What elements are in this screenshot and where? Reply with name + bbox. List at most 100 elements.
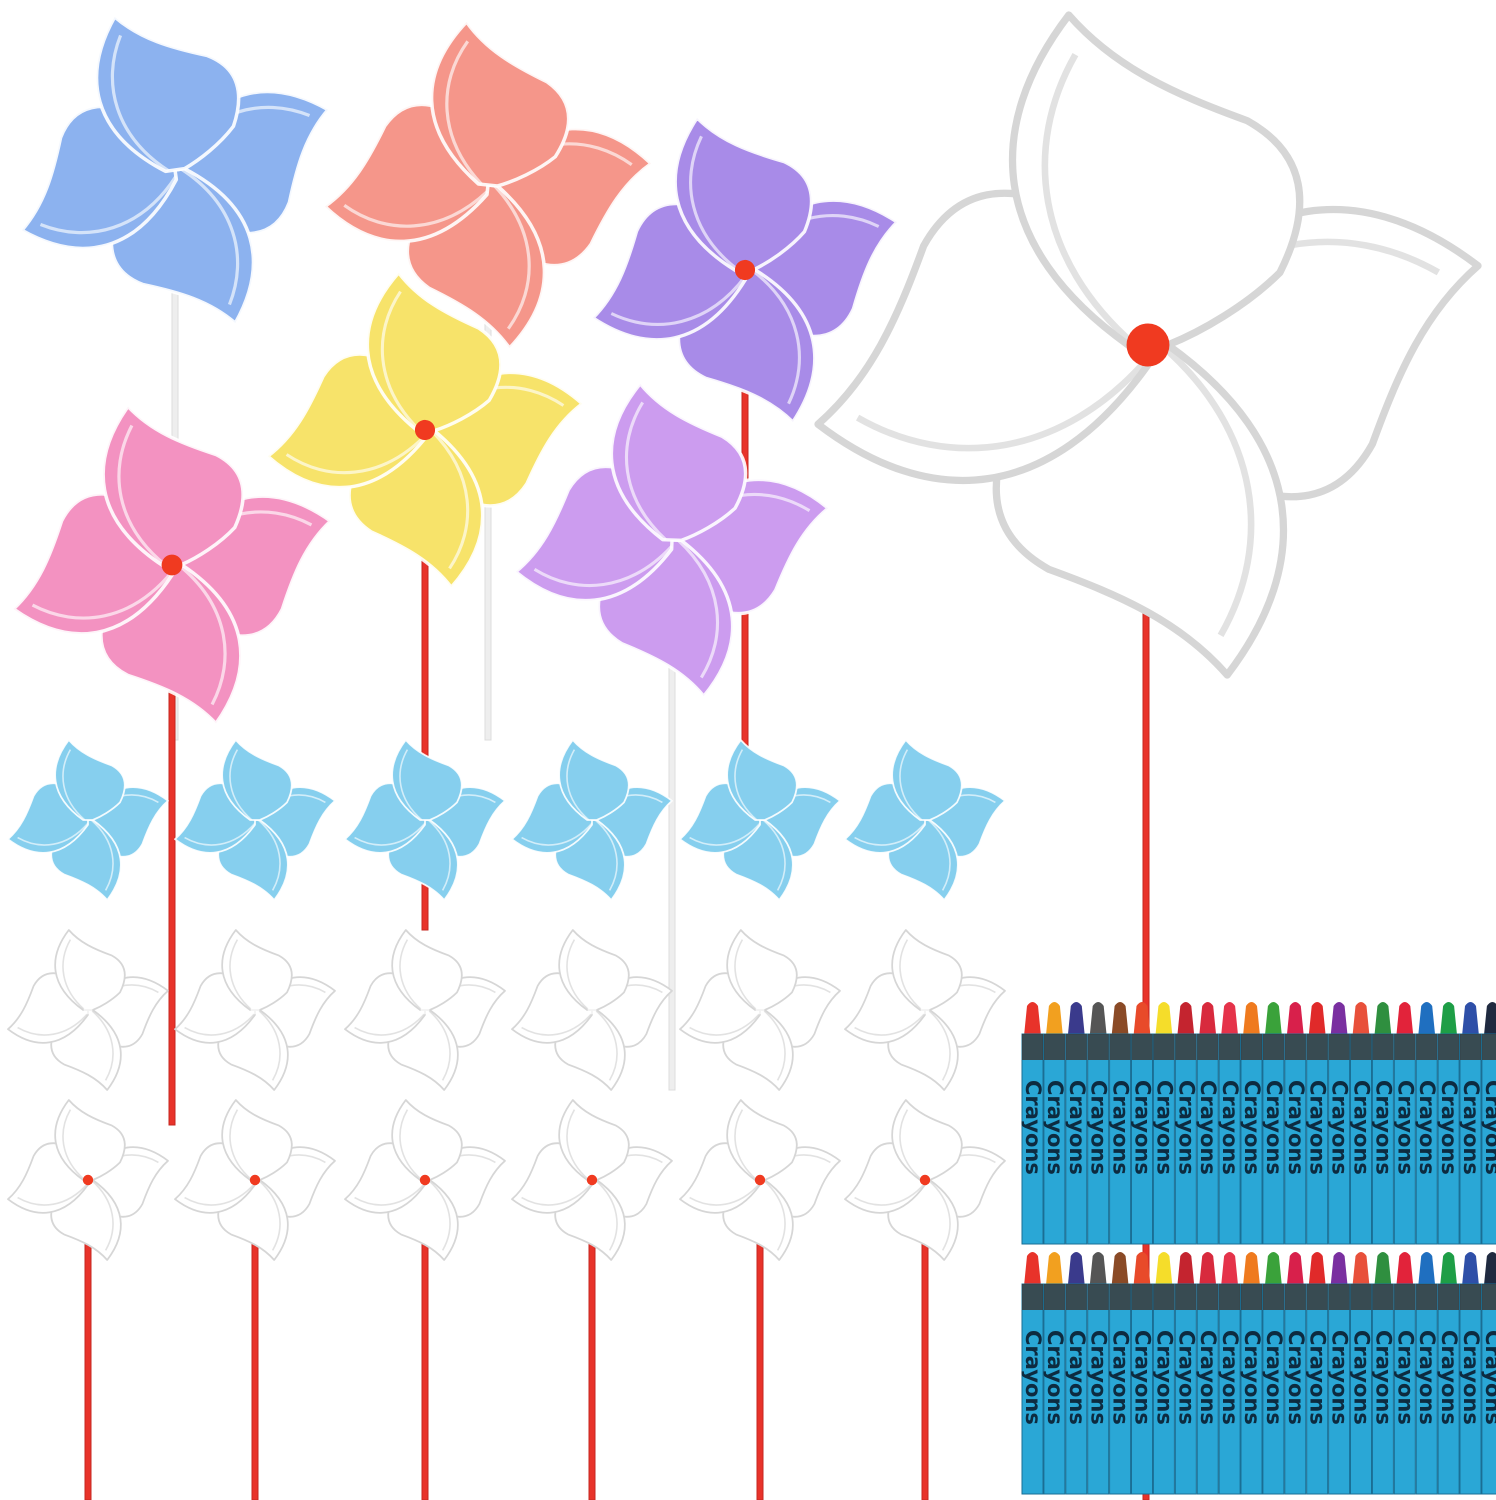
crayon-boxes: CrayonsCrayonsCrayonsCrayonsCrayonsCrayo… (1021, 1002, 1496, 1495)
crayon-label: Crayons (1174, 1330, 1198, 1425)
pinwheel-hub (414, 419, 436, 441)
crayon-label: Crayons (1459, 1080, 1483, 1175)
crayon: Crayons (1371, 1002, 1395, 1245)
crayon-label: Crayons (1109, 1080, 1133, 1175)
crayon-label: Crayons (1065, 1080, 1089, 1175)
crayon: Crayons (1350, 1252, 1374, 1495)
crayon-label: Crayons (1196, 1080, 1220, 1175)
crayon-label: Crayons (1437, 1330, 1461, 1425)
pinwheel-hub (420, 1005, 430, 1015)
pinwheel-hub (249, 1174, 261, 1186)
crayon: Crayons (1415, 1252, 1439, 1495)
crayon-label: Crayons (1174, 1080, 1198, 1175)
crayon: Crayons (1350, 1002, 1374, 1245)
pinwheel-blank-top-5 (679, 929, 841, 1091)
crayon: Crayons (1021, 1002, 1045, 1245)
crayon: Crayons (1240, 1252, 1264, 1495)
crayon-label: Crayons (1306, 1080, 1330, 1175)
pinwheel-coral (323, 20, 653, 350)
crayon: Crayons (1196, 1252, 1220, 1495)
crayon-label: Crayons (1131, 1330, 1155, 1425)
crayon-label: Crayons (1218, 1330, 1242, 1425)
pinwheel-hub (587, 1005, 597, 1015)
crayon-label: Crayons (1109, 1330, 1133, 1425)
crayon-label: Crayons (1262, 1080, 1286, 1175)
pinwheel-blank-bottom-1 (7, 1099, 169, 1261)
crayon-label: Crayons (1131, 1080, 1155, 1175)
pinwheel-hub (250, 1005, 260, 1015)
crayon-label: Crayons (1021, 1080, 1045, 1175)
crayon-label: Crayons (1087, 1330, 1111, 1425)
pinwheel-small-blue-4 (511, 739, 673, 901)
crayon: Crayons (1328, 1002, 1352, 1245)
crayon-label: Crayons (1240, 1080, 1264, 1175)
pinwheel-small-blue-5 (679, 739, 841, 901)
pinwheel-blank-top-2 (174, 929, 336, 1091)
crayon: Crayons (1065, 1252, 1089, 1495)
crayon: Crayons (1196, 1002, 1220, 1245)
crayon: Crayons (1065, 1002, 1089, 1245)
pinwheel-small-blue-3 (344, 739, 506, 901)
crayon: Crayons (1174, 1252, 1198, 1495)
pinwheel-blank-top-6 (844, 929, 1006, 1091)
pinwheel-hub (754, 1174, 766, 1186)
crayon-label: Crayons (1284, 1330, 1308, 1425)
crayon: Crayons (1262, 1002, 1286, 1245)
pinwheel-hub (586, 1174, 598, 1186)
crayon: Crayons (1109, 1002, 1133, 1245)
crayon-label: Crayons (1043, 1330, 1067, 1425)
pinwheel-blank-bottom-2 (174, 1099, 336, 1261)
crayon: Crayons (1371, 1252, 1395, 1495)
crayon: Crayons (1481, 1002, 1496, 1245)
crayon-box-2: CrayonsCrayonsCrayonsCrayonsCrayonsCrayo… (1021, 1252, 1496, 1495)
crayon-label: Crayons (1218, 1080, 1242, 1175)
crayon: Crayons (1174, 1002, 1198, 1245)
crayon-label: Crayons (1393, 1080, 1417, 1175)
pinwheel-small-blue-1 (7, 739, 169, 901)
crayon: Crayons (1459, 1002, 1483, 1245)
crayon: Crayons (1284, 1002, 1308, 1245)
crayon-label: Crayons (1350, 1080, 1374, 1175)
crayon: Crayons (1043, 1252, 1067, 1495)
crayon: Crayons (1218, 1252, 1242, 1495)
crayon: Crayons (1306, 1002, 1330, 1245)
crayon: Crayons (1262, 1252, 1286, 1495)
pinwheel-hub (419, 1174, 431, 1186)
crayon-label: Crayons (1415, 1330, 1439, 1425)
pinwheel-blank-top-1 (7, 929, 169, 1091)
crayon-label: Crayons (1481, 1330, 1496, 1425)
pinwheel-large-blank (814, 11, 1482, 679)
crayon: Crayons (1152, 1002, 1176, 1245)
pinwheel-small-blue-2 (174, 739, 336, 901)
pinwheel-hub (161, 554, 183, 576)
crayon: Crayons (1328, 1252, 1352, 1495)
crayon-label: Crayons (1306, 1330, 1330, 1425)
crayon: Crayons (1306, 1252, 1330, 1495)
crayon-box-1: CrayonsCrayonsCrayonsCrayonsCrayonsCrayo… (1021, 1002, 1496, 1245)
pinwheel-blank-top-3 (344, 929, 506, 1091)
crayon-label: Crayons (1459, 1330, 1483, 1425)
pinwheel-lilac (514, 382, 830, 698)
crayon-label: Crayons (1437, 1080, 1461, 1175)
pinwheels (7, 11, 1482, 1261)
crayon-label: Crayons (1240, 1330, 1264, 1425)
crayon-label: Crayons (1087, 1080, 1111, 1175)
pinwheel-blue (20, 15, 330, 325)
pinwheel-hub (734, 259, 756, 281)
pinwheel-blank-bottom-3 (344, 1099, 506, 1261)
crayon-label: Crayons (1328, 1330, 1352, 1425)
crayon: Crayons (1109, 1252, 1133, 1495)
crayon: Crayons (1393, 1252, 1417, 1495)
pinwheel-hub (83, 1005, 93, 1015)
pinwheel-yellow (266, 271, 584, 589)
crayon: Crayons (1043, 1002, 1067, 1245)
pinwheel-blank-bottom-6 (844, 1099, 1006, 1261)
crayon-label: Crayons (1065, 1330, 1089, 1425)
crayon-label: Crayons (1371, 1080, 1395, 1175)
crayon: Crayons (1437, 1002, 1461, 1245)
crayon-label: Crayons (1328, 1080, 1352, 1175)
crayon: Crayons (1284, 1252, 1308, 1495)
crayon: Crayons (1131, 1002, 1155, 1245)
crayon-label: Crayons (1152, 1330, 1176, 1425)
crayon: Crayons (1087, 1002, 1111, 1245)
